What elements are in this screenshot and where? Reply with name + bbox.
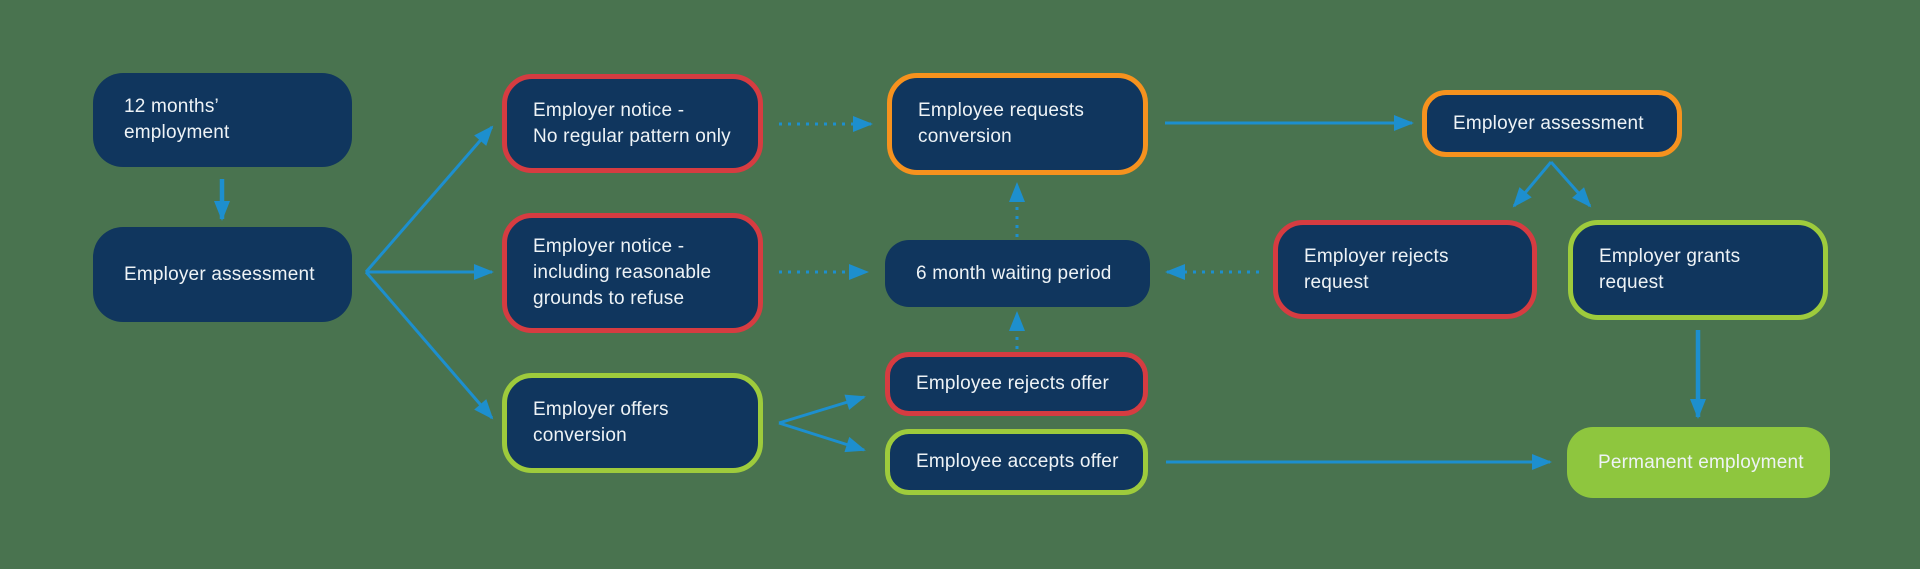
node-employer-rejects-request: Employer rejects request (1273, 220, 1537, 319)
node-employer-grants-request: Employer grants request (1568, 220, 1828, 320)
node-employer-assessment-request: Employer assessment (1422, 90, 1682, 157)
node-label: Employer assessment (124, 263, 315, 285)
node-employee-requests-conversion: Employee requests conversion (887, 73, 1148, 175)
node-six-month-waiting-period: 6 month waiting period (885, 240, 1150, 307)
node-label: Employer notice - No regular pattern onl… (533, 99, 731, 147)
node-label: 12 months’ employment (124, 96, 230, 143)
node-employee-accepts-offer: Employee accepts offer (885, 429, 1148, 495)
node-label: 6 month waiting period (916, 262, 1112, 284)
edge-offers-conversion-to-employee-accepts (778, 421, 866, 453)
edge-assessment-to-employer-grants-request (1549, 161, 1592, 208)
node-permanent-employment: Permanent employment (1567, 427, 1830, 498)
edge-assessment-to-employer-offers-conversion (364, 271, 494, 420)
node-employer-notice-reasonable-grounds: Employer notice - including reasonable g… (502, 213, 763, 333)
node-label: Employer assessment (1453, 112, 1644, 134)
node-label: Employer offers conversion (533, 399, 669, 446)
node-label: Employer grants request (1599, 246, 1741, 293)
edge-assessment-to-notice-no-regular-pattern (364, 125, 494, 273)
node-employer-notice-no-regular-pattern: Employer notice - No regular pattern onl… (502, 74, 763, 173)
edge-offers-conversion-to-employee-rejects (778, 394, 866, 425)
node-label: Employee requests conversion (918, 100, 1085, 147)
node-label: Employer rejects request (1304, 245, 1449, 293)
edge-assessment-to-employer-rejects-request (1512, 161, 1553, 208)
node-label: Employee accepts offer (916, 451, 1119, 472)
node-label: Employee rejects offer (916, 373, 1110, 394)
node-employee-rejects-offer: Employee rejects offer (885, 352, 1148, 416)
node-label: Employer notice - including reasonable g… (533, 236, 712, 309)
node-employer-assessment-initial: Employer assessment (93, 227, 352, 322)
node-employer-offers-conversion: Employer offers conversion (502, 373, 763, 473)
node-twelve-months-employment: 12 months’ employment (93, 73, 352, 167)
node-label: Permanent employment (1598, 451, 1804, 473)
